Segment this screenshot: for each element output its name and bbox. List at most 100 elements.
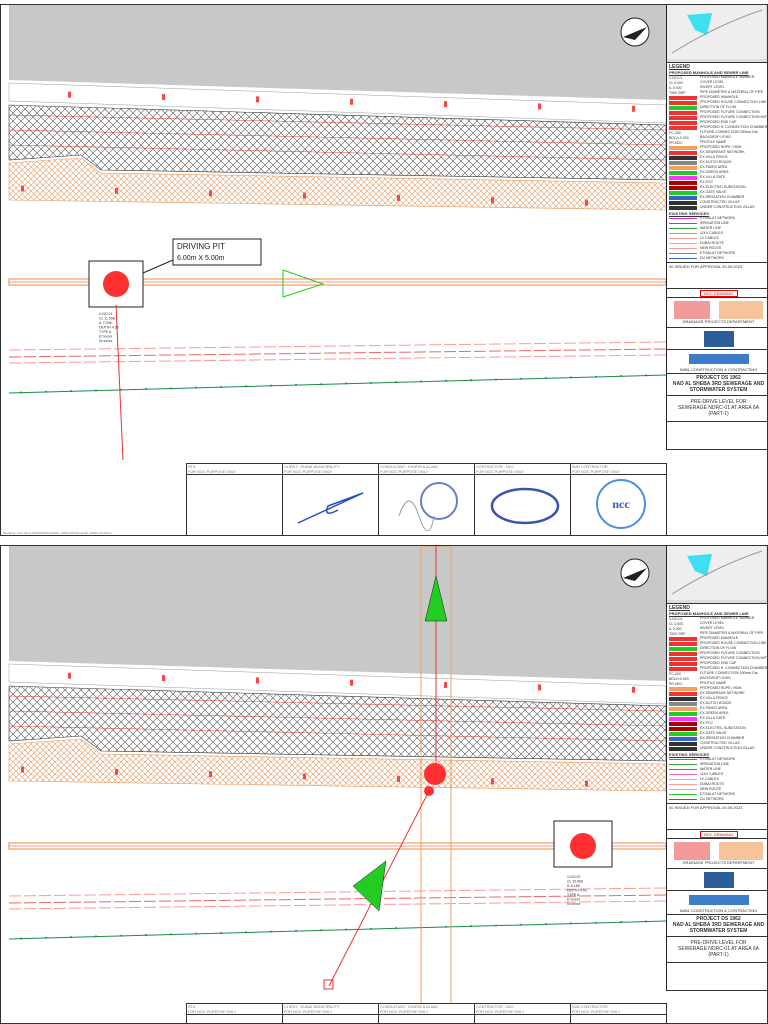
utility-line (8, 900, 666, 910)
legend-item: PROPOSED FUTURE CONNECTION WITH BACKDROP (669, 115, 767, 120)
plot-line (8, 725, 666, 742)
status-stamp: NOC DRAWING (699, 290, 738, 297)
house-connection-marker (350, 679, 353, 686)
house-connection-marker (209, 190, 212, 197)
existing-service-item: IRRIGATION LINE (669, 221, 767, 226)
house-connection-marker (491, 197, 494, 204)
rev-desc: ISSUED FOR APPROVAL (674, 805, 722, 810)
house-connection-marker (303, 773, 306, 780)
existing-service-item: ETISALAT NETWORK (669, 757, 767, 762)
ex-sewer-marker (620, 921, 622, 924)
drawing-title-line: (PART-1) (708, 411, 729, 417)
legend-item: PROPOSED END CAP (669, 661, 767, 666)
legend-symbol (669, 636, 697, 641)
utility-line (8, 887, 666, 897)
service-line-symbol (669, 799, 697, 800)
legend-symbol: V-NO.01 (669, 75, 697, 80)
service-text: DU NETWORK (700, 256, 724, 260)
utility-line (8, 894, 666, 904)
legend-symbol: BDLV=0.000 (669, 135, 697, 140)
legend-text: PROPOSED MANHOLE NUMBER (700, 616, 755, 620)
legend-code: IL 0.000 (669, 85, 682, 90)
seal-icon (398, 482, 458, 531)
ex-sewer-line (8, 920, 666, 940)
service-line-symbol (669, 784, 697, 785)
house-connection-marker (632, 105, 635, 112)
road-area (9, 5, 666, 100)
ex-sewer-marker (145, 934, 147, 937)
manhole-icon (103, 271, 129, 297)
ex-sewer-marker (520, 923, 522, 926)
existing-service-item: 11KV CABLES (669, 231, 767, 236)
drawing-info (667, 422, 767, 450)
revision-table: 00 ISSUED FOR APPROVAL 25.05.2023 (667, 263, 767, 289)
ex-sewer-marker (270, 930, 272, 933)
legend-symbol (669, 746, 697, 751)
sewer-line (115, 304, 124, 461)
service-line-symbol (669, 248, 697, 249)
legend-symbol (669, 651, 697, 656)
ex-sewer-marker (295, 383, 297, 386)
service-line-symbol (669, 223, 697, 224)
legend-symbol (669, 95, 697, 100)
service-line-symbol (669, 238, 697, 239)
ex-sewer-marker (570, 922, 572, 925)
legend-text: FUTURE CONNECTION 200mm Dia (700, 130, 758, 134)
house-connection-marker (444, 682, 447, 689)
legend-symbol (669, 706, 697, 711)
legend-item: CONSTRUCTED VILLAS (669, 200, 767, 205)
service-text: WATER LINE (700, 226, 722, 230)
villa-hatch-area (8, 685, 666, 762)
ex-sewer-marker (195, 932, 197, 935)
legend-symbol (669, 641, 697, 646)
ex-sewer-marker (170, 933, 172, 936)
legend-text: COVER LEVEL (700, 621, 725, 625)
ex-sewer-marker (95, 389, 97, 392)
ex-sewer-marker (595, 375, 597, 378)
client-logo-icons (669, 299, 767, 319)
legend-symbol (669, 160, 697, 165)
ex-sewer-marker (395, 927, 397, 930)
legend-text: EX.VILLA GATE (700, 716, 726, 720)
service-line-symbol (669, 253, 697, 254)
legend-symbol (669, 656, 697, 661)
signature-sub: FOR NOC PURPOSE ONLY (476, 1009, 525, 1014)
legend-code: T900 GRP (669, 631, 686, 636)
drawing-title: PRE-DRIVE LEVEL FOR SEWERAGE NDRC-01 AT … (667, 937, 767, 963)
signature-sub: FOR NOC PURPOSE ONLY (572, 1009, 621, 1014)
legend-item: EX.ELECTRIC SUBSTATION (669, 185, 767, 190)
house-connection-marker (68, 672, 71, 679)
service-text: DU NETWORK (700, 797, 724, 801)
signature-sub: FOR NOC PURPOSE ONLY (284, 1009, 333, 1014)
legend-text: PROPOSED FUTURE CONNECTION WITH BACKDROP (700, 656, 767, 660)
legend-item: EX.VILLA FENCE (669, 155, 767, 160)
legend-text: CONSTRUCTED VILLAS (700, 200, 740, 204)
legend-text: PROPOSED HOUSE CONNECTION LINE (700, 100, 767, 104)
drawing-title-line: PRE-DRIVE LEVEL FOR (690, 940, 747, 946)
legend-text: EX.ELECTRIC SUBSTATION (700, 726, 746, 730)
flow-direction-icon (282, 269, 325, 298)
ex-sewer-marker (195, 386, 197, 389)
villa-hatch-area (8, 104, 666, 181)
legend-symbol (669, 205, 697, 210)
legend-symbol (669, 646, 697, 651)
legend-item: PROPOSED H. CONNECTION CHAMBER (669, 125, 767, 130)
legend-symbol (669, 696, 697, 701)
legend-item: EX.SEWERAGE NETWORK (669, 691, 767, 696)
legend-item: EX.PCC (669, 721, 767, 726)
legend-symbol (669, 170, 697, 175)
project-line: NAD AL SHEBA 3RD SEWERAGE AND (672, 922, 765, 928)
signature-sub: FOR NOC PURPOSE ONLY (380, 469, 429, 474)
existing-service-item: ETISALAT NETWORK (669, 251, 767, 256)
legend-text: PROPOSED FUTURE CONNECTION WITH BACKDROP (700, 115, 767, 119)
contractor-block: NABL CONSTRUCTION & CONTRACTING (667, 350, 767, 374)
signature-sub: FOR NOC PURPOSE ONLY (284, 469, 333, 474)
pit-label-line: N=xxxxx (99, 339, 113, 343)
legend-text: EX.VILLA FENCE (700, 155, 728, 159)
